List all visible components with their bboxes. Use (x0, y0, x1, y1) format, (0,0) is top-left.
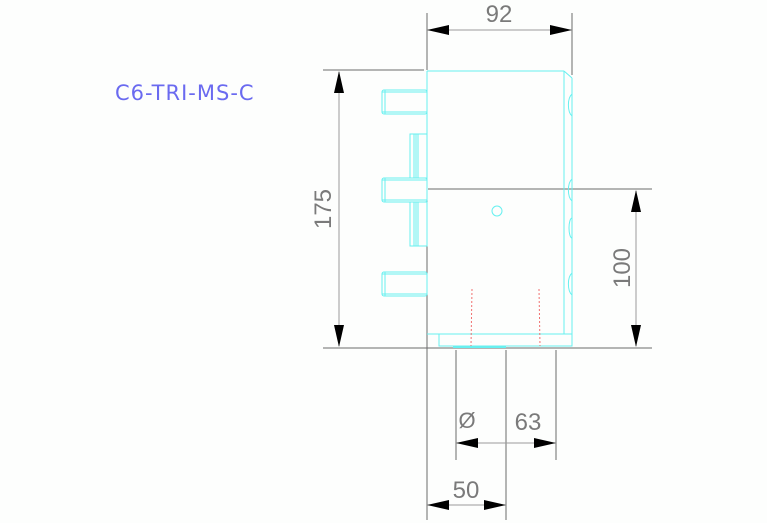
extension-lines (323, 13, 652, 520)
arrowheads (334, 25, 641, 510)
dim-width-92: 92 (486, 1, 513, 28)
part-label: C6-TRI-MS-C (115, 81, 255, 105)
part-outline (426, 70, 573, 348)
dim-diameter-63: 63 (515, 409, 542, 436)
dim-height-100: 100 (609, 248, 636, 288)
hidden-lines (470, 288, 541, 347)
dim-offset-50: 50 (453, 477, 480, 504)
dim-height-175: 175 (310, 189, 337, 229)
left-connectors (381, 89, 428, 297)
dimension-lines (338, 29, 637, 506)
dim-diameter-symbol: Ø (458, 408, 475, 433)
